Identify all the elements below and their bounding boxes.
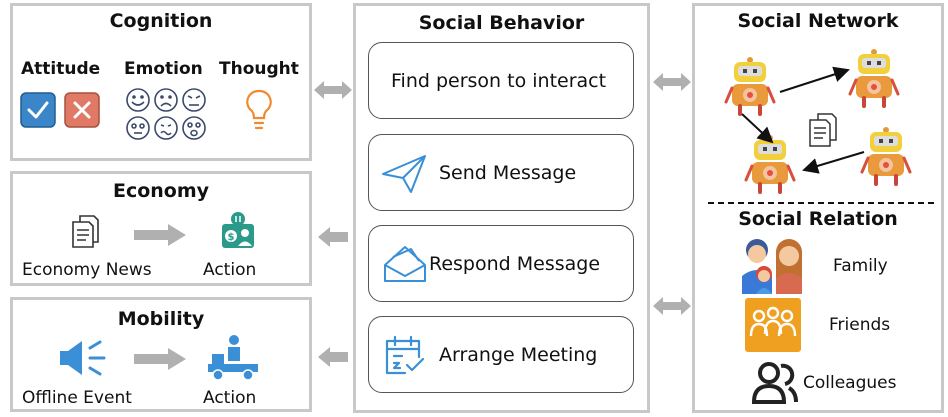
attitude-label: Attitude (21, 59, 101, 79)
social-relation-title: Social Relation (738, 208, 898, 230)
offline-event-label: Offline Event (22, 388, 132, 408)
arrange-meeting-label: Arrange Meeting (439, 343, 598, 366)
send-message-button[interactable]: Send Message (368, 134, 634, 211)
document-icon (809, 113, 837, 147)
lightbulb-icon (244, 88, 274, 134)
mobility-action-label: Action (203, 388, 257, 408)
delivery-truck-icon (206, 334, 260, 382)
find-person-button[interactable]: Find person to interact (368, 42, 634, 119)
economy-action-label: Action (203, 260, 257, 280)
family-icon (740, 236, 804, 294)
calendar-icon (383, 335, 427, 377)
thought-label: Thought (219, 59, 299, 79)
social-behavior-title: Social Behavior (418, 12, 585, 34)
svg-text:$: $ (228, 232, 235, 243)
arrange-meeting-button[interactable]: Arrange Meeting (368, 316, 634, 393)
emotion-faces-icon (124, 86, 210, 144)
paper-plane-icon (381, 152, 427, 194)
double-arrow-icon (312, 78, 354, 102)
check-icon (20, 92, 56, 128)
left-arrow-icon (316, 345, 350, 369)
emotion-label: Emotion (124, 59, 203, 79)
send-message-label: Send Message (439, 161, 577, 184)
left-arrow-icon (316, 225, 350, 249)
robot-agent-icon (860, 125, 912, 186)
robot-agent-icon (744, 133, 796, 194)
robot-agent-icon (724, 55, 776, 116)
section-divider (708, 202, 934, 204)
colleagues-icon (751, 360, 799, 406)
find-person-label: Find person to interact (391, 69, 607, 92)
cognition-panel (10, 3, 312, 161)
right-arrow-icon (132, 222, 188, 248)
economy-panel (10, 171, 312, 286)
friends-label: Friends (829, 315, 891, 335)
respond-message-button[interactable]: Respond Message (368, 225, 634, 302)
family-label: Family (833, 256, 888, 276)
social-network-graph (724, 47, 912, 194)
envelope-icon (381, 243, 431, 285)
speaker-icon (58, 338, 108, 378)
social-network-title: Social Network (737, 10, 899, 32)
right-arrow-icon (132, 346, 188, 372)
double-arrow-icon (651, 70, 693, 94)
economy-action-icon: $ (218, 210, 258, 250)
economy-news-label: Economy News (22, 260, 152, 280)
mobility-title: Mobility (117, 308, 205, 330)
news-document-icon (70, 212, 100, 248)
cognition-title: Cognition (109, 10, 213, 32)
respond-message-label: Respond Message (429, 252, 601, 275)
economy-title: Economy (112, 180, 210, 202)
cross-icon (64, 92, 100, 128)
colleagues-label: Colleagues (803, 373, 897, 393)
double-arrow-icon (651, 294, 693, 318)
friends-icon (745, 298, 801, 352)
robot-agent-icon (848, 47, 900, 108)
